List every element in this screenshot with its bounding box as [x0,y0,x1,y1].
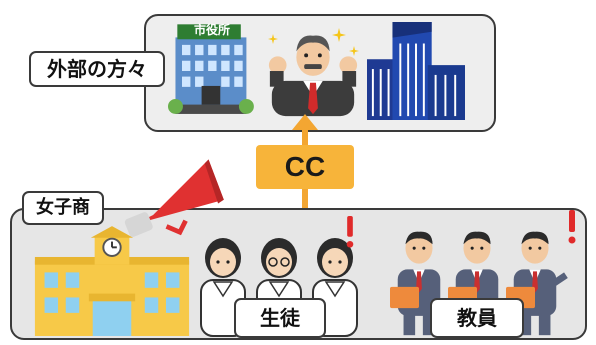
executive-icon [268,35,358,117]
teachers-label: 教員 [430,298,524,338]
city-hall-sign: 市役所 [193,23,230,37]
megaphone-icon [124,159,224,237]
teacher-icon [506,231,568,336]
cc-badge: CC [256,145,354,189]
exclamation-icon [568,210,576,244]
school-group-label: 女子商 [22,191,104,225]
office-buildings-icon [367,22,465,120]
external-group-label: 外部の方々 [29,51,165,87]
school-building-icon [34,226,190,336]
students-label: 生徒 [234,298,326,338]
exclamation-icon [346,216,354,248]
sparkle-icon [332,28,346,42]
city-hall-icon [168,24,254,114]
teacher-icon [390,231,441,336]
sparkle-icon [268,34,278,44]
sparkle-icon [349,46,359,56]
